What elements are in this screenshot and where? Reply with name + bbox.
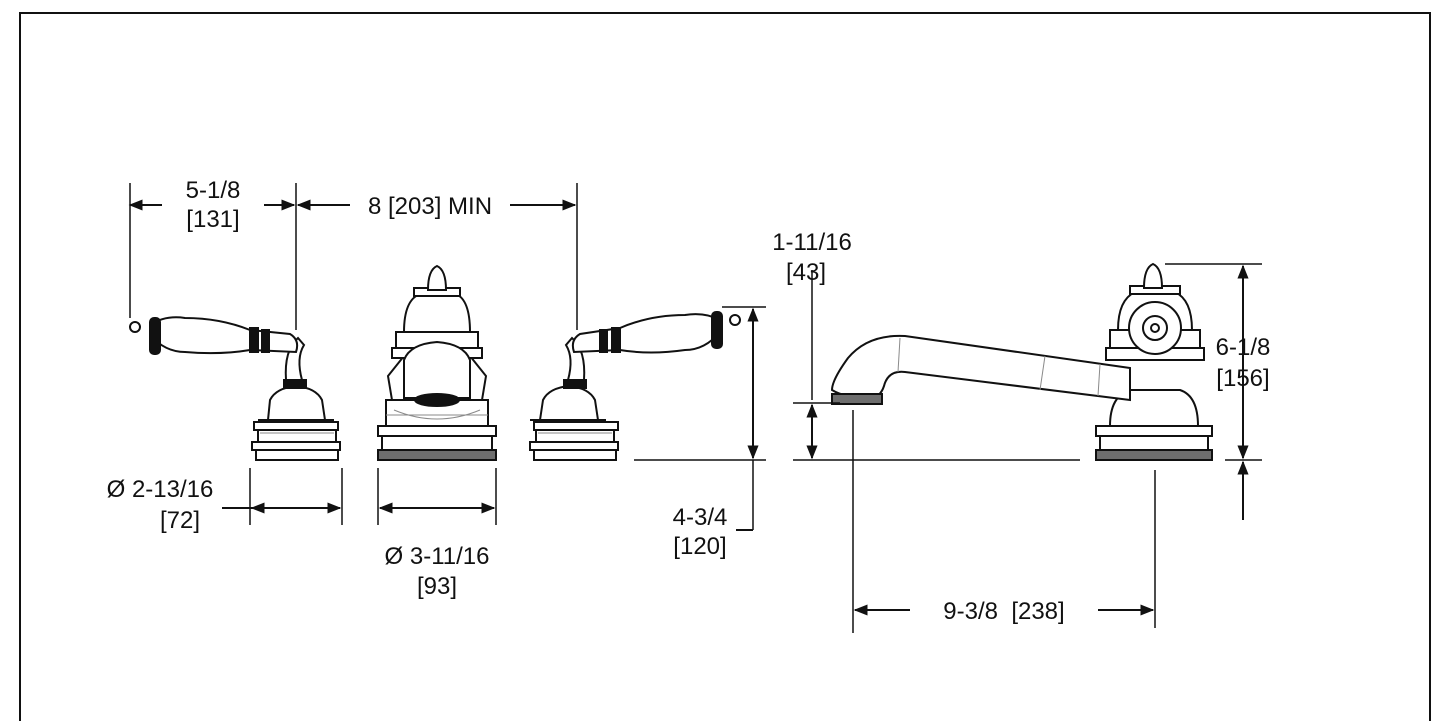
spread-label: 8 [203] MIN bbox=[368, 193, 492, 220]
spout-side-drawing bbox=[830, 262, 1213, 461]
handle-base-diameter-label: Ø 2-13/16 bbox=[107, 476, 214, 503]
spout-height-label: 6-1/8 bbox=[1216, 334, 1271, 361]
center-spout-front-drawing bbox=[377, 264, 497, 461]
handle-reach-label: 5-1/8 bbox=[186, 177, 241, 204]
right-handle-drawing bbox=[529, 311, 741, 461]
left-handle-drawing bbox=[129, 316, 341, 461]
dimension-arrows bbox=[128, 199, 1249, 616]
spout-base-diameter-metric: [93] bbox=[417, 573, 457, 600]
spout-base-diameter-label: Ø 3-11/16 bbox=[385, 543, 490, 570]
handle-reach-metric: [131] bbox=[186, 206, 239, 233]
dimension-labels: 5-1/8 [131] 8 [203] MIN Ø 2-13/16 [72] Ø… bbox=[107, 177, 1271, 625]
spout-height-metric: [156] bbox=[1216, 365, 1269, 392]
spout-outlet-height-metric: [43] bbox=[786, 259, 826, 286]
handle-height-label: 4-3/4 bbox=[673, 504, 728, 531]
spout-outlet-height-label: 1-11/16 bbox=[772, 229, 852, 256]
extension-lines bbox=[129, 183, 1262, 633]
handle-base-diameter-metric: [72] bbox=[160, 507, 200, 534]
spout-reach-label: 9-3/8 [238] bbox=[943, 598, 1064, 625]
drawing-border bbox=[19, 12, 1431, 726]
handle-height-metric: [120] bbox=[673, 533, 726, 560]
